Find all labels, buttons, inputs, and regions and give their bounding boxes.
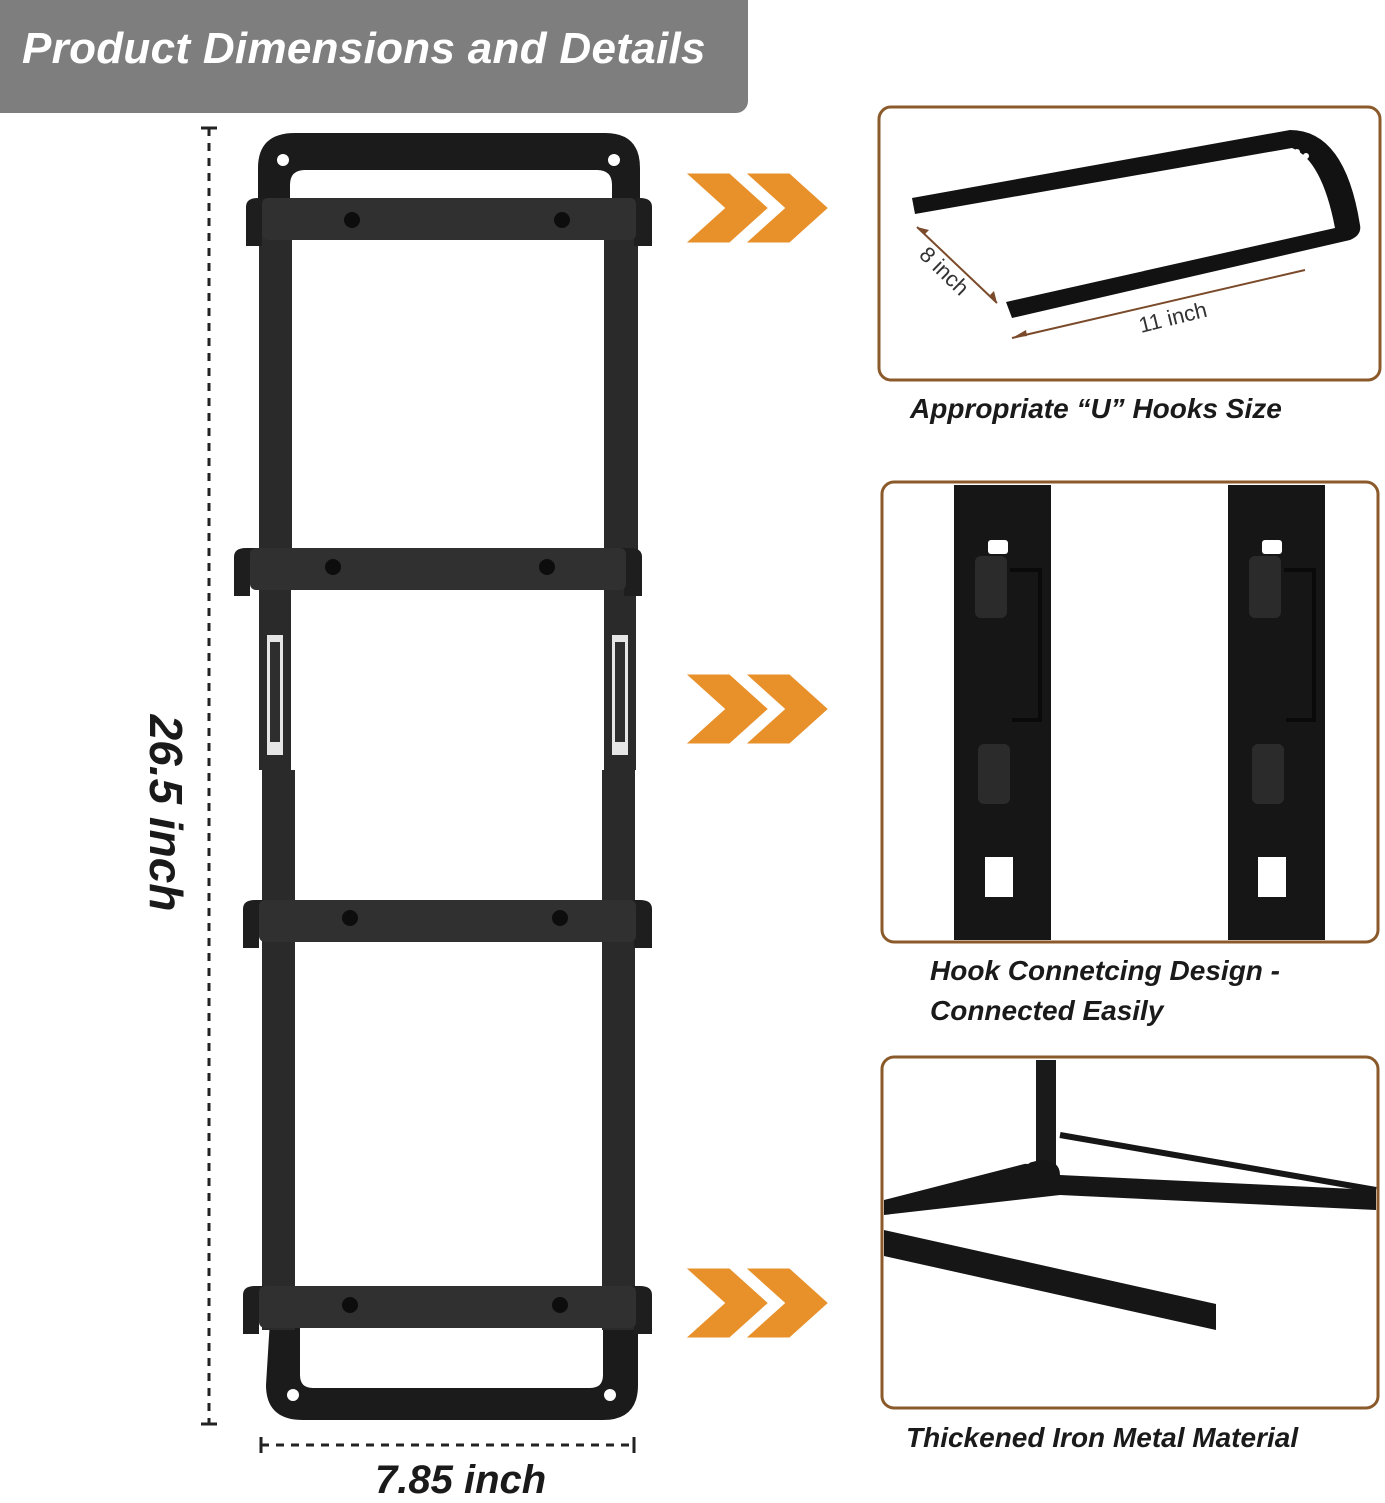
rack-frame xyxy=(258,133,640,1420)
double-chevron-right-icon xyxy=(679,1265,833,1341)
hook-bar-2 xyxy=(234,548,642,596)
detail-panel-u-hook: 8 inch 11 inch xyxy=(877,105,1382,382)
hook-bar-4 xyxy=(243,1286,652,1334)
caption-hook-connect-line1: Hook Connetcing Design - xyxy=(930,955,1280,986)
header-banner: Product Dimensions and Details xyxy=(0,0,748,113)
detail-panel-hook-connect xyxy=(880,480,1380,944)
hook-bar-3 xyxy=(243,900,652,948)
height-label: 26.5 inch xyxy=(140,714,192,912)
detail-panel-material xyxy=(880,1055,1380,1410)
caption-u-hook: Appropriate “U” Hooks Size xyxy=(910,393,1282,424)
double-chevron-right-icon xyxy=(679,170,833,246)
caption-hook-connect-line2: Connected Easily xyxy=(930,995,1164,1026)
double-chevron-right-icon xyxy=(679,671,833,747)
page-title: Product Dimensions and Details xyxy=(22,24,706,73)
caption-material: Thickened Iron Metal Material xyxy=(906,1422,1299,1453)
height-dimension-line xyxy=(201,126,217,1426)
hook-bar-1 xyxy=(246,198,652,246)
width-dimension-line xyxy=(259,1437,636,1453)
width-label: 7.85 inch xyxy=(375,1458,547,1502)
